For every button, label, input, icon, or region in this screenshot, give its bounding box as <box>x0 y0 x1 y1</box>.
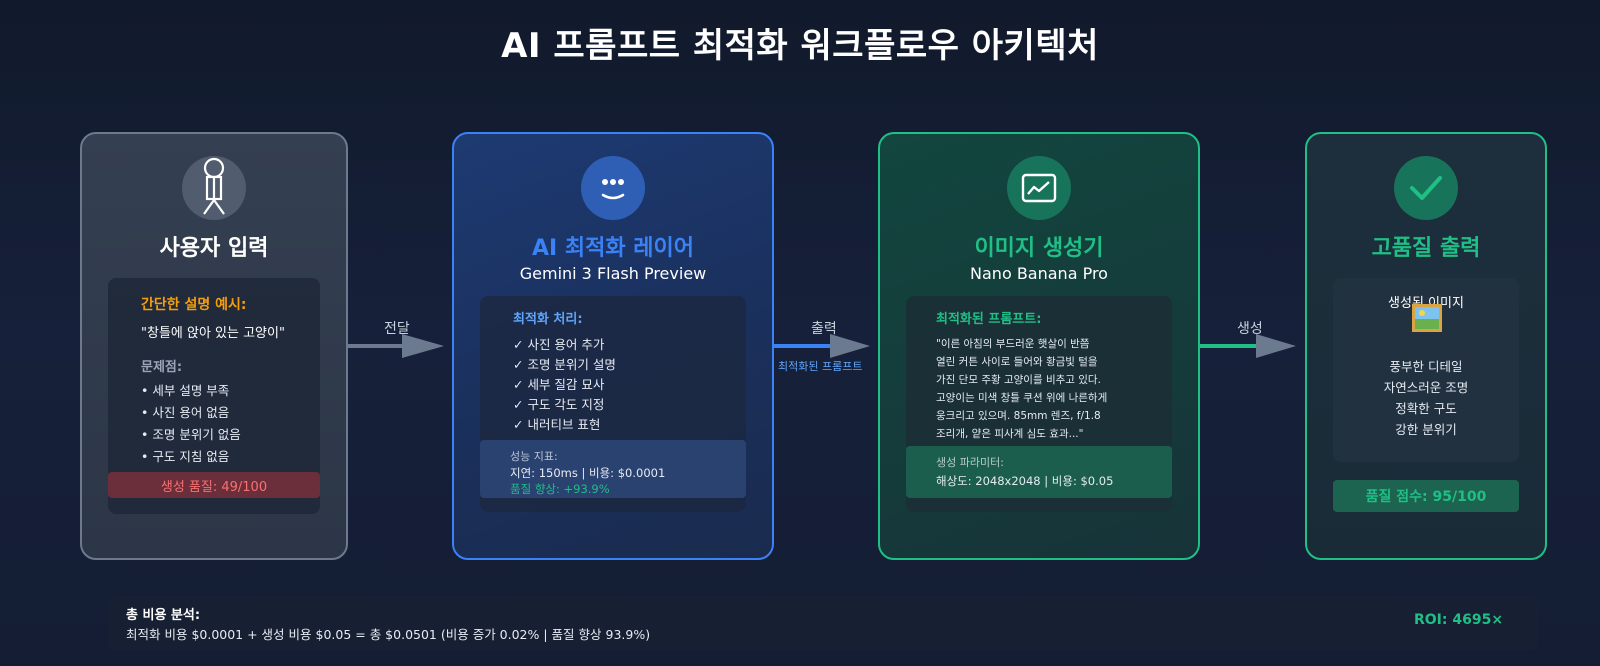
cost-line: 최적화 비용 $0.0001 + 생성 비용 $0.05 = 총 $0.0501… <box>126 627 651 642</box>
cost-heading: 총 비용 분석: <box>126 608 201 623</box>
ai-layer-title: AI 최적화 레이어 <box>532 236 694 261</box>
example-text: "창틀에 앉아 있는 고양이" <box>141 326 285 341</box>
quality-badge-low-text: 생성 품질: 49/100 <box>160 479 268 495</box>
problem-item: • 조명 분위기 없음 <box>141 427 241 442</box>
metrics-heading: 성능 지표: <box>510 450 558 463</box>
output-title: 고품질 출력 <box>1371 236 1481 261</box>
example-heading: 간단한 설명 예시: <box>141 297 247 313</box>
checkmark-icon <box>1394 156 1458 220</box>
arrow-sublabel-optimized-prompt: 최적화된 프롬프트 <box>778 360 863 373</box>
generated-image-label: 생성된 이미지 <box>1388 296 1464 311</box>
user-input-card: 사용자 입력 간단한 설명 예시: "창틀에 앉아 있는 고양이" 문제점: •… <box>80 132 348 560</box>
roi-value: ROI: 4695× <box>1414 612 1504 628</box>
prompt-line: 가진 단모 주황 고양이를 비추고 있다. <box>936 374 1101 386</box>
process-item: ✓ 사진 용어 추가 <box>513 337 605 352</box>
feature-item: 강한 분위기 <box>1395 422 1457 437</box>
problem-item: • 세부 설명 부족 <box>141 383 230 398</box>
prompt-line: "이른 아침의 부드러운 햇살이 반쯤 <box>936 338 1090 350</box>
prompt-line: 조리개, 얕은 피사계 심도 효과..." <box>936 428 1084 440</box>
params-line: 해상도: 2048x2048 | 비용: $0.05 <box>936 474 1114 488</box>
quality-badge-low: 생성 품질: 49/100 <box>108 472 320 498</box>
output-preview-panel: 생성된 이미지 풍부한 디테일 자연스러운 조명 정확한 구도 강한 분위기 <box>1333 278 1519 462</box>
arrow-label-generate: 생성 <box>1237 321 1263 337</box>
arrow-label-deliver: 전달 <box>384 321 410 337</box>
metrics-line: 지연: 150ms | 비용: $0.0001 <box>510 466 666 480</box>
page-title: AI 프롬프트 최적화 워크플로우 아키텍처 <box>501 26 1099 66</box>
prompt-line: 고양이는 미색 창틀 쿠션 위에 나른하게 <box>936 392 1108 404</box>
ai-metrics-panel: 성능 지표: 지연: 150ms | 비용: $0.0001 품질 향상: +9… <box>480 440 746 498</box>
feature-item: 정확한 구도 <box>1395 401 1457 416</box>
prompt-line: 열린 커튼 사이로 들어와 황금빛 털을 <box>936 356 1098 368</box>
problems-heading: 문제점: <box>141 360 183 375</box>
process-item: ✓ 세부 질감 묘사 <box>513 377 605 392</box>
params-heading: 생성 파라미터: <box>936 456 1004 469</box>
prompt-line: 웅크리고 있으며. 85mm 렌즈, f/1.8 <box>936 410 1101 422</box>
metrics-gain: 품질 향상: +93.9% <box>510 482 610 496</box>
process-item: ✓ 조명 분위기 설명 <box>513 357 616 372</box>
process-heading: 최적화 처리: <box>513 312 583 327</box>
output-card: 고품질 출력 생성된 이미지 풍부한 디테일 자연스러운 조명 정확한 구도 강… <box>1305 132 1547 560</box>
process-item: ✓ 내러티브 표현 <box>513 417 601 432</box>
problem-item: • 사진 용어 없음 <box>141 405 230 420</box>
image-generator-title: 이미지 생성기 <box>974 236 1104 261</box>
ai-layer-subtitle: Gemini 3 Flash Preview <box>519 264 707 283</box>
process-item: ✓ 구도 각도 지정 <box>513 397 605 412</box>
prompt-heading: 최적화된 프롬프트: <box>936 312 1042 327</box>
image-generator-subtitle: Nano Banana Pro <box>970 264 1108 283</box>
quality-score-text: 품질 점수: 95/100 <box>1365 489 1487 505</box>
feature-item: 풍부한 디테일 <box>1389 359 1463 374</box>
framed-picture-icon <box>1412 304 1442 332</box>
image-generator-card: 이미지 생성기 Nano Banana Pro 최적화된 프롬프트: "이른 아… <box>878 132 1200 560</box>
cost-analysis-footer: 총 비용 분석: 최적화 비용 $0.0001 + 생성 비용 $0.05 = … <box>108 596 1538 650</box>
feature-item: 자연스러운 조명 <box>1383 380 1469 395</box>
problem-item: • 구도 지침 없음 <box>141 449 230 464</box>
stick-figure-user-icon <box>182 156 246 220</box>
quality-score-badge: 품질 점수: 95/100 <box>1333 480 1519 512</box>
arrow-label-output: 출력 <box>811 321 837 337</box>
image-chart-icon <box>1007 156 1071 220</box>
generation-params-panel: 생성 파라미터: 해상도: 2048x2048 | 비용: $0.05 <box>906 446 1172 498</box>
ai-optimization-card: AI 최적화 레이어 Gemini 3 Flash Preview 최적화 처리… <box>452 132 774 560</box>
smile-bubble-icon <box>581 156 645 220</box>
user-input-title: 사용자 입력 <box>159 236 269 261</box>
